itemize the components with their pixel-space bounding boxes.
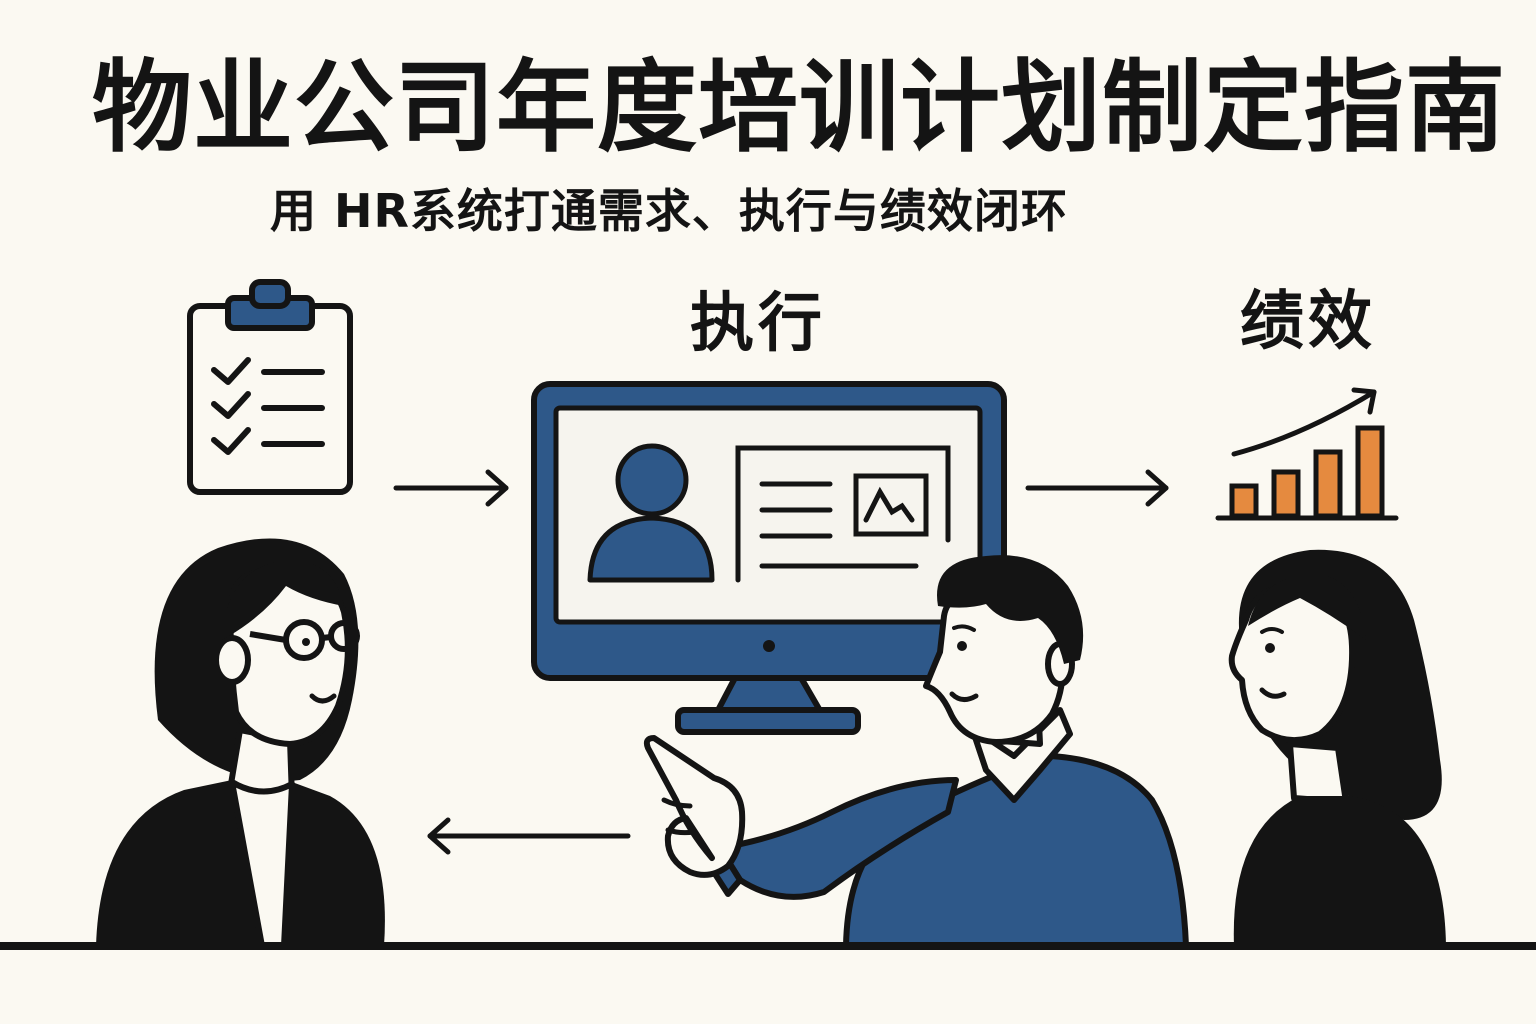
woman-smiling xyxy=(1228,549,1446,946)
stage-label-execution: 执行 xyxy=(690,287,826,361)
arrow-left-icon xyxy=(427,817,631,855)
man-pointing xyxy=(643,555,1189,949)
page-subtitle: 用 HR系统打通需求、执行与绩效闭环 xyxy=(270,184,1068,238)
woman-with-glasses xyxy=(96,538,385,949)
arrow-right-icon xyxy=(1025,469,1169,507)
arrow-right-icon xyxy=(393,469,509,507)
page-title: 物业公司年度培训计划制定指南 xyxy=(92,49,1506,166)
monitor-hr-profile-icon xyxy=(531,381,1007,735)
bar-chart-growth-icon xyxy=(1215,387,1399,521)
stage-label-performance: 绩效 xyxy=(1240,285,1376,359)
clipboard-checklist-icon xyxy=(187,279,353,495)
